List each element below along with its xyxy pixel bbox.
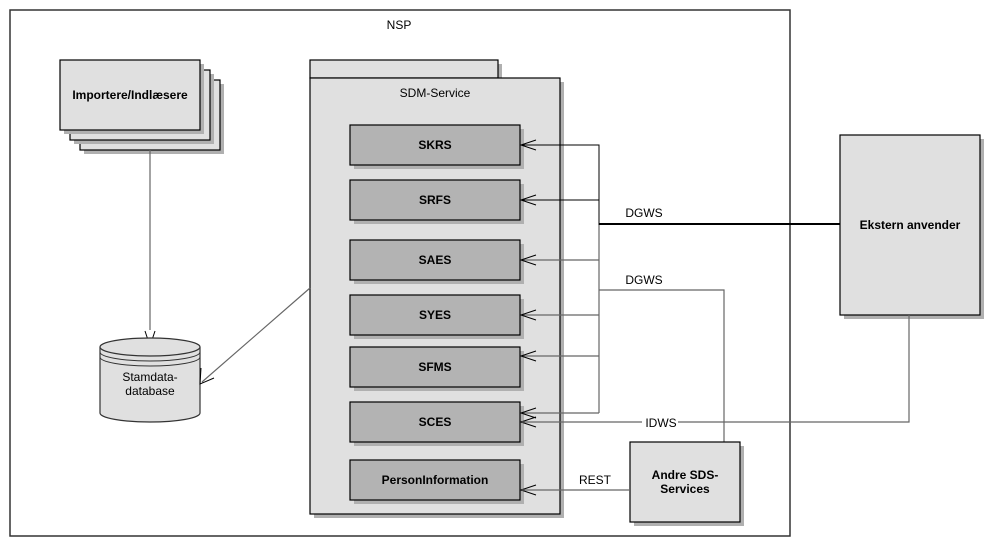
dgws-external-label: DGWS [625, 206, 662, 220]
database-cylinder [99, 337, 201, 423]
service-personinformation-label: PersonInformation [382, 473, 489, 487]
service-skrs-label: SKRS [418, 138, 451, 152]
service-srfs-label: SRFS [419, 193, 451, 207]
service-saes: SAES [349, 239, 524, 284]
external-user-box [839, 134, 984, 319]
service-saes-label: SAES [419, 253, 452, 267]
rest-label: REST [579, 473, 612, 487]
importer-stack [59, 59, 224, 154]
nsp-label: NSP [387, 18, 412, 32]
idws-edge-right [678, 315, 910, 423]
service-sces: SCES [349, 401, 524, 446]
other-services-label-line1: Andre SDS- [652, 468, 719, 482]
service-syes-label: SYES [419, 308, 451, 322]
other-services-box [629, 441, 744, 526]
sdm-service-label: SDM-Service [400, 86, 471, 100]
database-label-line1: Stamdata- [122, 370, 177, 384]
service-sfms-label: SFMS [418, 360, 451, 374]
service-skrs: SKRS [349, 124, 524, 169]
bus-lines [522, 144, 600, 414]
bus-arrowheads [519, 139, 537, 496]
external-user-label: Ekstern anvender [860, 218, 961, 232]
dgws-other-edge [599, 289, 725, 442]
service-syes: SYES [349, 294, 524, 339]
service-sces-label: SCES [419, 415, 452, 429]
dgws-other-label: DGWS [625, 273, 662, 287]
importer-label: Importere/Indlæsere [72, 88, 188, 102]
idws-label: IDWS [645, 416, 676, 430]
other-services-label-line2: Services [660, 482, 710, 496]
service-to-database-arrowhead [199, 367, 215, 385]
service-to-database-edge [201, 287, 311, 383]
database-label-line2: database [125, 384, 175, 398]
service-personinformation: PersonInformation [349, 459, 524, 504]
service-srfs: SRFS [349, 179, 524, 224]
service-sfms: SFMS [349, 346, 524, 391]
